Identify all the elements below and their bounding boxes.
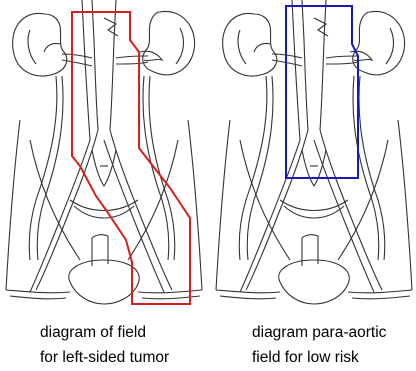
- aorta: [302, 0, 308, 130]
- caption-right: diagram para-aortic field for low risk: [252, 320, 386, 370]
- caption-left-line1: diagram of field: [40, 320, 169, 345]
- left-kidney: [143, 11, 195, 74]
- caption-right-line2: field for low risk: [252, 345, 386, 370]
- right-kidney: [13, 13, 67, 75]
- aorta: [92, 0, 98, 130]
- bladder: [279, 260, 350, 304]
- caption-left: diagram of field for left-sided tumor: [40, 320, 169, 370]
- bladder: [69, 260, 140, 304]
- caption-left-line2: for left-sided tumor: [40, 345, 169, 370]
- right-kidney: [223, 13, 277, 75]
- left-kidney: [353, 11, 405, 74]
- anatomy-drawing: [6, 0, 202, 304]
- caption-right-line1: diagram para-aortic: [252, 320, 386, 345]
- anatomy-drawing: [216, 0, 412, 304]
- vena-cava: [82, 0, 90, 140]
- vena-cava: [292, 0, 300, 140]
- panel-left-sided-tumor: diagram of field for left-sided tumor: [0, 0, 208, 371]
- anatomy-diagram-right: [210, 0, 416, 320]
- anatomy-diagram-left: [0, 0, 208, 320]
- panel-para-aortic: diagram para-aortic field for low risk: [210, 0, 416, 371]
